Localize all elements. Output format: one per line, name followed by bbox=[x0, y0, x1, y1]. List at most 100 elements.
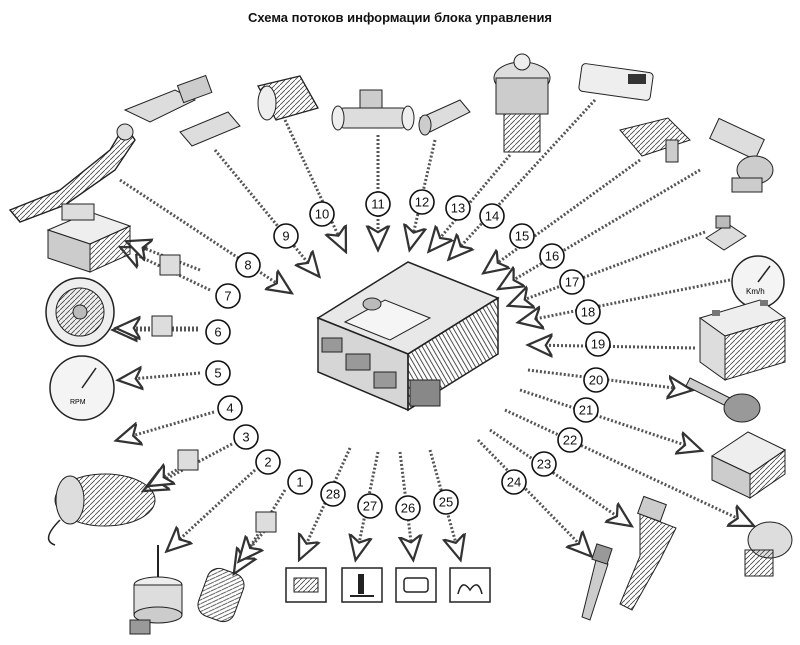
callout-circle bbox=[233, 424, 259, 450]
callout-number: 9 bbox=[282, 229, 289, 244]
camshaft-sensor-icon bbox=[709, 117, 774, 193]
callout-number: 4 bbox=[226, 401, 233, 416]
callout-number: 20 bbox=[589, 373, 603, 388]
callout-number: 28 bbox=[326, 487, 340, 502]
callout-circle bbox=[445, 195, 471, 221]
flow-arrow-17 bbox=[510, 230, 706, 305]
callout-number: 3 bbox=[242, 430, 249, 445]
callout-circle bbox=[585, 331, 611, 357]
callout-23: 23 bbox=[531, 451, 557, 477]
diagram-title: Схема потоков информации блока управлени… bbox=[247, 10, 553, 25]
callout-number: 21 bbox=[579, 403, 593, 418]
callout-10: 10 bbox=[309, 201, 335, 227]
indicator-lamp-glow-plug-icon bbox=[449, 567, 491, 603]
cooling-fan-icon bbox=[45, 277, 115, 347]
flow-arrow-20 bbox=[527, 368, 690, 390]
flow-arrow-24 bbox=[476, 438, 590, 555]
callout-circle bbox=[320, 481, 346, 507]
callout-circle bbox=[255, 449, 281, 475]
callout-circle bbox=[205, 360, 231, 386]
flow-arrow-23 bbox=[489, 428, 630, 525]
ignition-key-icon bbox=[685, 377, 761, 423]
callout-number: 17 bbox=[565, 275, 579, 290]
flow-arrow-9 bbox=[213, 149, 318, 275]
callout-number: 19 bbox=[591, 337, 605, 352]
heater-unit-icon bbox=[129, 545, 183, 635]
callout-14: 14 bbox=[479, 203, 505, 229]
flow-arrow-22 bbox=[504, 408, 752, 525]
callout-28: 28 bbox=[320, 481, 346, 507]
tachometer-icon: RPM bbox=[49, 355, 115, 421]
flow-arrow-19 bbox=[530, 345, 696, 348]
flow-arrow-relay-1 bbox=[128, 242, 201, 272]
flow-arrow-4 bbox=[118, 410, 215, 440]
control-module-icon bbox=[578, 63, 654, 101]
callout-number: 1 bbox=[296, 475, 303, 490]
callout-25: 25 bbox=[433, 489, 459, 515]
speedometer-unit-label: Km/h bbox=[746, 287, 765, 296]
callout-circle bbox=[205, 319, 231, 345]
callout-circle bbox=[501, 469, 527, 495]
callout-circle bbox=[357, 493, 383, 519]
flow-arrow-2 bbox=[168, 468, 257, 550]
callout-11: 11 bbox=[365, 191, 391, 217]
callout-circle bbox=[217, 395, 243, 421]
callout-circle bbox=[365, 191, 391, 217]
callout-circle bbox=[433, 489, 459, 515]
battery-icon bbox=[698, 299, 787, 381]
callout-number: 18 bbox=[581, 305, 595, 320]
callout-number: 5 bbox=[214, 366, 221, 381]
callout-circle bbox=[509, 223, 535, 249]
callout-4: 4 bbox=[217, 395, 243, 421]
callout-number: 22 bbox=[563, 433, 577, 448]
callout-number: 10 bbox=[315, 207, 329, 222]
flow-arrow-13 bbox=[430, 154, 512, 250]
accelerator-pedal-icon bbox=[8, 123, 136, 223]
components: Km/h bbox=[8, 53, 793, 635]
callout-number: 13 bbox=[451, 201, 465, 216]
callout-17: 17 bbox=[559, 269, 585, 295]
flow-arrow-18 bbox=[520, 278, 731, 322]
air-flow-meter-icon bbox=[257, 75, 319, 121]
callout-26: 26 bbox=[395, 495, 421, 521]
callout-number: 15 bbox=[515, 229, 529, 244]
callout-8: 8 bbox=[235, 252, 261, 278]
callout-number: 16 bbox=[545, 249, 559, 264]
callout-number: 8 bbox=[244, 258, 251, 273]
pressure-sensor-icon bbox=[418, 99, 471, 136]
egr-valve-icon bbox=[493, 53, 551, 153]
callout-circle bbox=[273, 223, 299, 249]
callout-20: 20 bbox=[583, 367, 609, 393]
crankshaft-sensor-icon bbox=[705, 215, 747, 251]
temperature-sensor-icon bbox=[123, 74, 241, 147]
callout-7: 7 bbox=[215, 283, 241, 309]
flow-arrow-21 bbox=[519, 388, 700, 450]
callout-number: 6 bbox=[214, 325, 221, 340]
ac-compressor-icon bbox=[47, 473, 156, 546]
fuel-valve-icon bbox=[331, 89, 415, 131]
callout-12: 12 bbox=[409, 189, 435, 215]
fuse-box-icon bbox=[710, 431, 786, 499]
callout-15: 15 bbox=[509, 223, 535, 249]
flow-arrow-5 bbox=[120, 373, 201, 380]
callout-24: 24 bbox=[501, 469, 527, 495]
callout-circle bbox=[395, 495, 421, 521]
callout-circle bbox=[309, 201, 335, 227]
callout-2: 2 bbox=[255, 449, 281, 475]
tachometer-unit-label: RPM bbox=[70, 399, 86, 406]
callout-circle bbox=[531, 451, 557, 477]
callout-16: 16 bbox=[539, 243, 565, 269]
callout-number: 14 bbox=[485, 209, 499, 224]
callout-number: 24 bbox=[507, 475, 521, 490]
callout-1: 1 bbox=[287, 469, 313, 495]
callout-circle bbox=[557, 427, 583, 453]
callout-circle bbox=[235, 252, 261, 278]
flow-arrow-8 bbox=[119, 178, 290, 292]
callout-9: 9 bbox=[273, 223, 299, 249]
callout-22: 22 bbox=[557, 427, 583, 453]
callout-number: 2 bbox=[264, 455, 271, 470]
relay-icon bbox=[151, 254, 277, 533]
ecu-control-unit bbox=[316, 261, 500, 412]
